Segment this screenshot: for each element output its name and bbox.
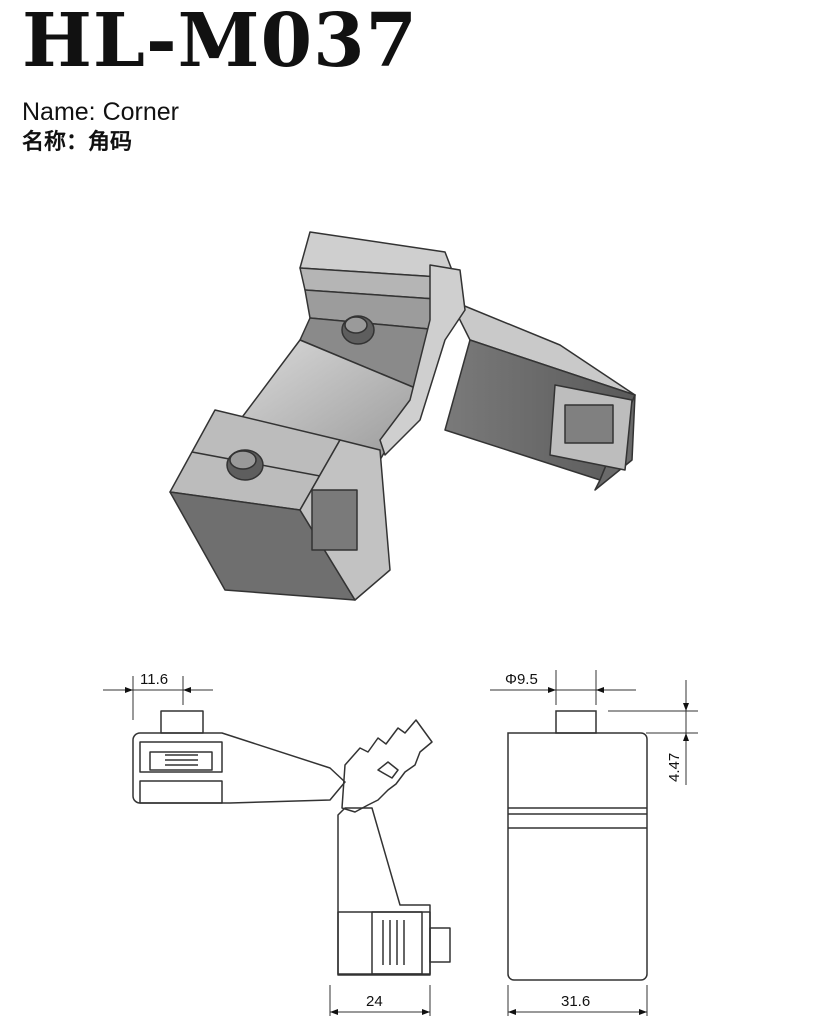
profile-drawing xyxy=(132,710,451,976)
dimension-lines xyxy=(103,670,698,1016)
dim-height: 4.47 xyxy=(666,753,683,782)
product-3d-render xyxy=(169,231,636,601)
dim-side-width: 31.6 xyxy=(561,993,590,1010)
dim-top-width: 11.6 xyxy=(140,671,168,688)
dim-diameter: Φ9.5 xyxy=(505,671,538,688)
product-name-chinese: 名称：角码 xyxy=(22,130,133,155)
side-view-drawing xyxy=(507,710,648,981)
product-name-english: Name: Corner xyxy=(22,98,179,126)
product-model-title: HL-M037 xyxy=(22,0,419,84)
dimension-arrows xyxy=(125,687,689,1015)
dimension-labels: 11.6 24 Φ9.5 4.47 31.6 xyxy=(140,671,683,1010)
dim-bottom-width: 24 xyxy=(366,993,383,1010)
